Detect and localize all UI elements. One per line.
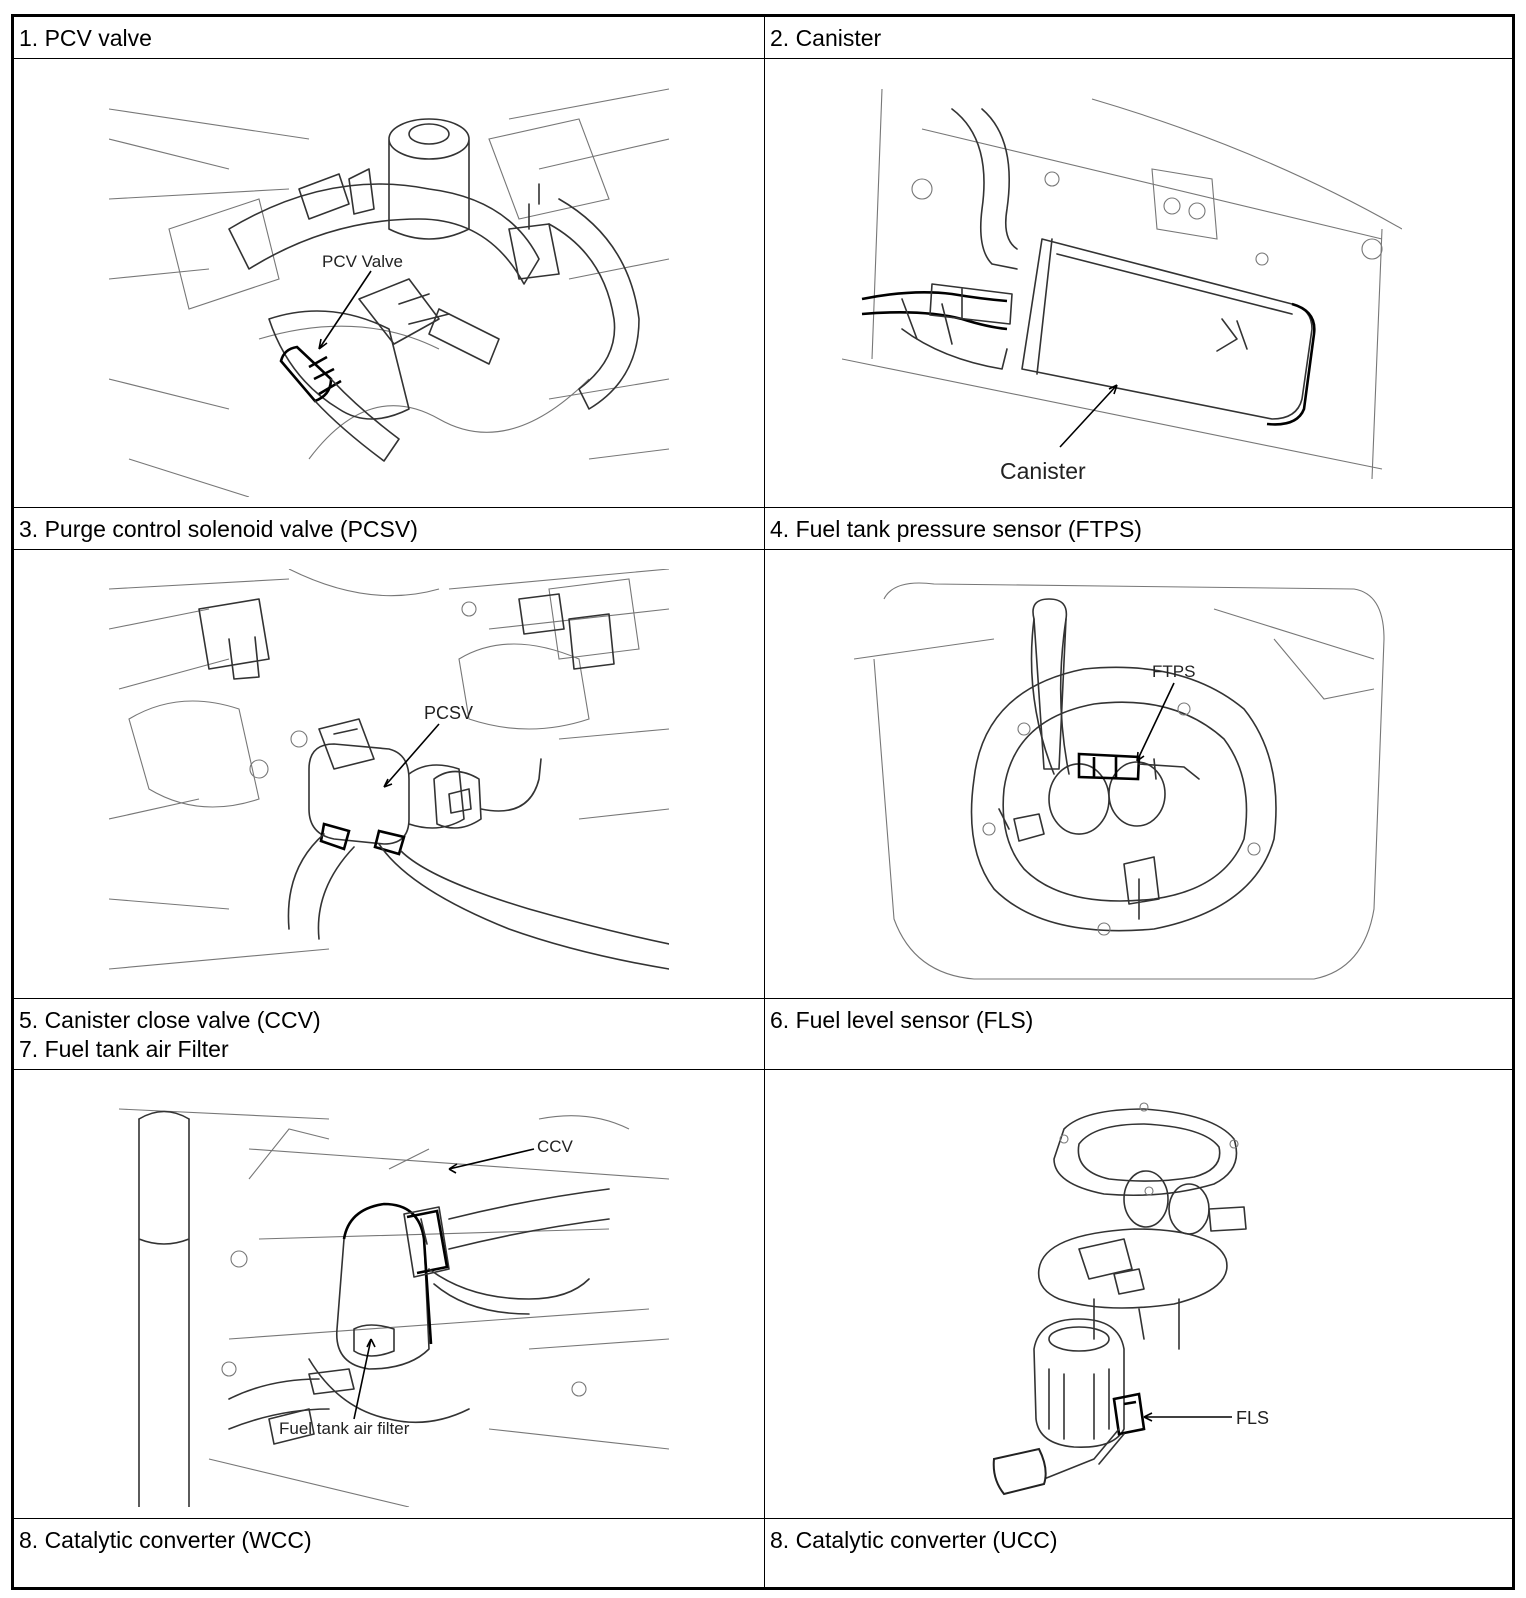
row-divider	[14, 549, 1512, 550]
row-divider	[14, 507, 1512, 508]
callout-pcv-valve: PCV Valve	[322, 252, 403, 271]
caption-fuel-tank-air-filter: 7. Fuel tank air Filter	[19, 1036, 229, 1062]
callout-pcsv: PCSV	[424, 703, 473, 723]
caption-pcv-valve: 1. PCV valve	[19, 25, 152, 51]
caption-ucc: 8. Catalytic converter (UCC)	[770, 1527, 1058, 1553]
pcsv-illustration: PCSV	[109, 569, 669, 987]
row-divider	[14, 998, 1512, 999]
caption-pcsv: 3. Purge control solenoid valve (PCSV)	[19, 516, 418, 542]
caption-wcc: 8. Catalytic converter (WCC)	[19, 1527, 312, 1553]
callout-ccv: CCV	[537, 1137, 574, 1156]
pcv-valve-illustration: PCV Valve	[109, 79, 669, 497]
callout-fuel-tank-air-filter: Fuel tank air filter	[279, 1419, 410, 1438]
column-divider	[764, 17, 765, 1587]
row-divider	[14, 1518, 1512, 1519]
row-divider	[14, 58, 1512, 59]
canister-illustration: Canister	[842, 89, 1402, 497]
caption-fls: 6. Fuel level sensor (FLS)	[770, 1007, 1034, 1033]
ftps-illustration: FTPS	[854, 579, 1404, 987]
ccv-filter-illustration: CCV Fuel tank air filter	[109, 1089, 669, 1507]
components-table: 1. PCV valve 2. Canister 3. Purge contro…	[11, 14, 1515, 1590]
caption-canister: 2. Canister	[770, 25, 882, 51]
caption-ccv: 5. Canister close valve (CCV)	[19, 1007, 321, 1033]
row-divider	[14, 1069, 1512, 1070]
fls-illustration: FLS	[964, 1099, 1294, 1499]
callout-canister: Canister	[1000, 458, 1086, 484]
callout-ftps: FTPS	[1152, 662, 1195, 681]
callout-fls: FLS	[1236, 1408, 1269, 1428]
caption-ftps: 4. Fuel tank pressure sensor (FTPS)	[770, 516, 1142, 542]
